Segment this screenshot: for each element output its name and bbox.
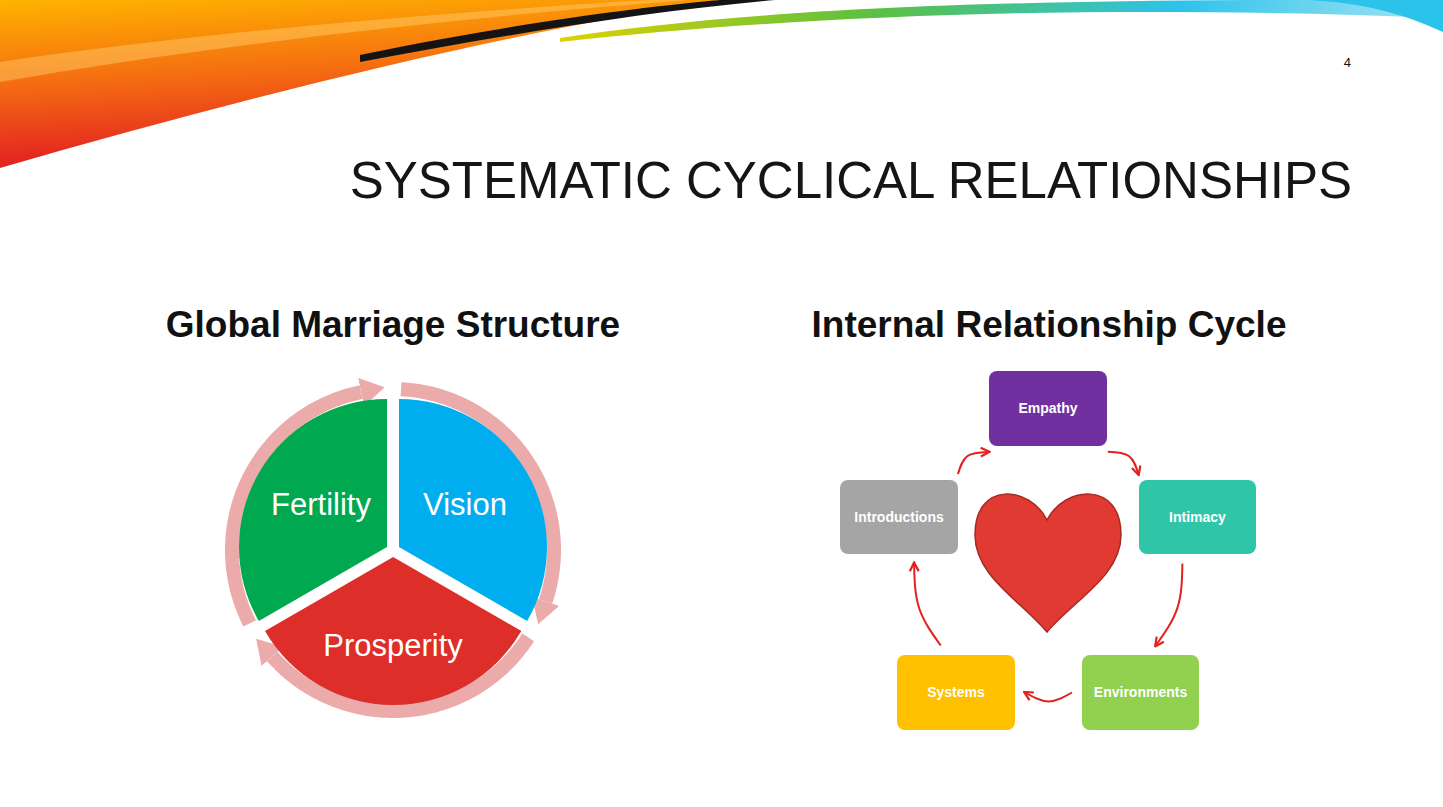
cycle-box: Introductions [840, 480, 958, 554]
section-heading: Internal Relationship Cycle [649, 302, 1443, 348]
heart-illustration [975, 494, 1121, 632]
cycle-arrow [1108, 452, 1139, 474]
cycle-arrow [958, 452, 989, 474]
cycle-arrow [914, 564, 941, 646]
segment-label: Fertility [221, 487, 421, 523]
swoosh-streak [360, 0, 775, 62]
slide-title: SYSTEMATIC CYCLICAL RELATIONSHIPS [350, 150, 1352, 212]
swoosh-streak [560, 0, 1443, 42]
section-heading: Global Marriage Structure [0, 302, 793, 348]
box-label: Intimacy [1169, 509, 1226, 526]
box-label: Environments [1094, 684, 1187, 701]
segment-label: Vision [365, 487, 565, 523]
swoosh-tip [1310, 0, 1443, 32]
box-label: Empathy [1018, 400, 1077, 417]
segment-label: Prosperity [293, 628, 493, 664]
cycle-box: Intimacy [1139, 480, 1256, 554]
swoosh-highlight [0, 0, 690, 82]
box-label: Systems [927, 684, 985, 701]
cycle-box: Environments [1082, 655, 1199, 730]
cycle-arrow [1156, 564, 1183, 646]
segment-fill [265, 557, 521, 705]
cycle-box: Empathy [989, 371, 1107, 446]
cycle-arrow [1025, 693, 1072, 702]
cycle-segment: Prosperity [265, 557, 521, 705]
swoosh-band [0, 0, 720, 168]
cycle-box: Systems [897, 655, 1015, 730]
box-label: Introductions [854, 509, 943, 526]
page-number: 4 [1344, 55, 1351, 71]
